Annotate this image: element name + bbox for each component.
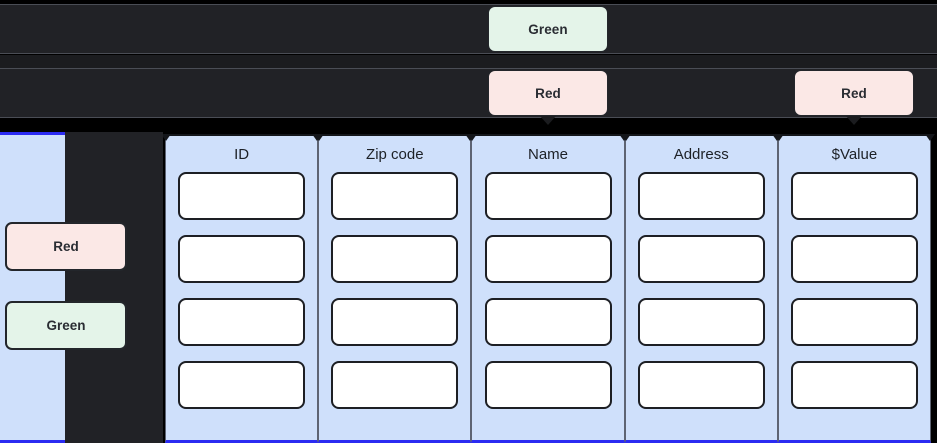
table-cell-input[interactable]	[331, 235, 459, 283]
table-cell-input[interactable]	[637, 361, 765, 409]
table-cell-input[interactable]	[178, 235, 306, 283]
table-cell-input[interactable]	[331, 361, 459, 409]
table-cell-input[interactable]	[790, 361, 918, 409]
badge-pointer-down-icon	[846, 116, 862, 125]
column-cells	[319, 172, 470, 409]
left-panel-divider-strip	[135, 132, 163, 443]
column-cells	[472, 172, 623, 409]
badge-pointer-down-icon	[540, 116, 556, 125]
left-panel-box-label: Green	[46, 318, 86, 333]
table-column-value[interactable]: $Value	[773, 134, 936, 443]
badge-red-name-column[interactable]: Red	[488, 70, 608, 116]
column-header-label: Zip code	[366, 146, 424, 163]
table-column-id[interactable]: ID	[161, 134, 323, 443]
table-cell-input[interactable]	[637, 235, 765, 283]
column-notch-icon	[467, 134, 478, 141]
column-header-label: ID	[234, 146, 250, 163]
table-cell-input[interactable]	[331, 172, 459, 220]
column-notch-icon	[161, 134, 171, 141]
table-cell-input[interactable]	[178, 361, 306, 409]
column-notch-icon	[314, 134, 325, 141]
table-cell-input[interactable]	[484, 172, 612, 220]
badge-green-top[interactable]: Green	[488, 6, 608, 52]
table-column-name[interactable]: Name	[467, 134, 629, 443]
table-column-zip-code[interactable]: Zip code	[314, 134, 476, 443]
left-panel-box-label: Red	[53, 239, 79, 254]
table-cell-input[interactable]	[331, 298, 459, 346]
table-cell-input[interactable]	[790, 298, 918, 346]
table-cell-input[interactable]	[484, 361, 612, 409]
badge-label: Red	[841, 85, 867, 101]
column-notch-icon	[925, 134, 936, 141]
table-cell-input[interactable]	[790, 235, 918, 283]
column-cells	[626, 172, 777, 409]
column-header-label: Name	[528, 146, 569, 163]
top-band-row-1	[0, 4, 937, 54]
top-band-gap	[0, 55, 937, 68]
column-notch-icon	[773, 134, 784, 141]
badge-red-value-column[interactable]: Red	[794, 70, 914, 116]
table-cell-input[interactable]	[637, 298, 765, 346]
table-cell-input[interactable]	[178, 172, 306, 220]
badge-label: Red	[535, 85, 561, 101]
column-notch-icon	[620, 134, 631, 141]
table-cell-input[interactable]	[178, 298, 306, 346]
column-cells	[166, 172, 317, 409]
top-band-row-2	[0, 68, 937, 118]
table-cell-input[interactable]	[637, 172, 765, 220]
table-cell-input[interactable]	[484, 235, 612, 283]
table-cell-input[interactable]	[790, 172, 918, 220]
table-column-address[interactable]: Address	[620, 134, 782, 443]
table-cell-input[interactable]	[484, 298, 612, 346]
badge-label: Green	[528, 21, 568, 37]
left-panel-box-red[interactable]: Red	[5, 222, 127, 271]
data-table: ID Zip code Name	[161, 134, 936, 443]
left-panel-box-green[interactable]: Green	[5, 301, 127, 350]
column-header-label: $Value	[831, 146, 878, 163]
column-cells	[779, 172, 930, 409]
column-header-label: Address	[673, 146, 729, 163]
